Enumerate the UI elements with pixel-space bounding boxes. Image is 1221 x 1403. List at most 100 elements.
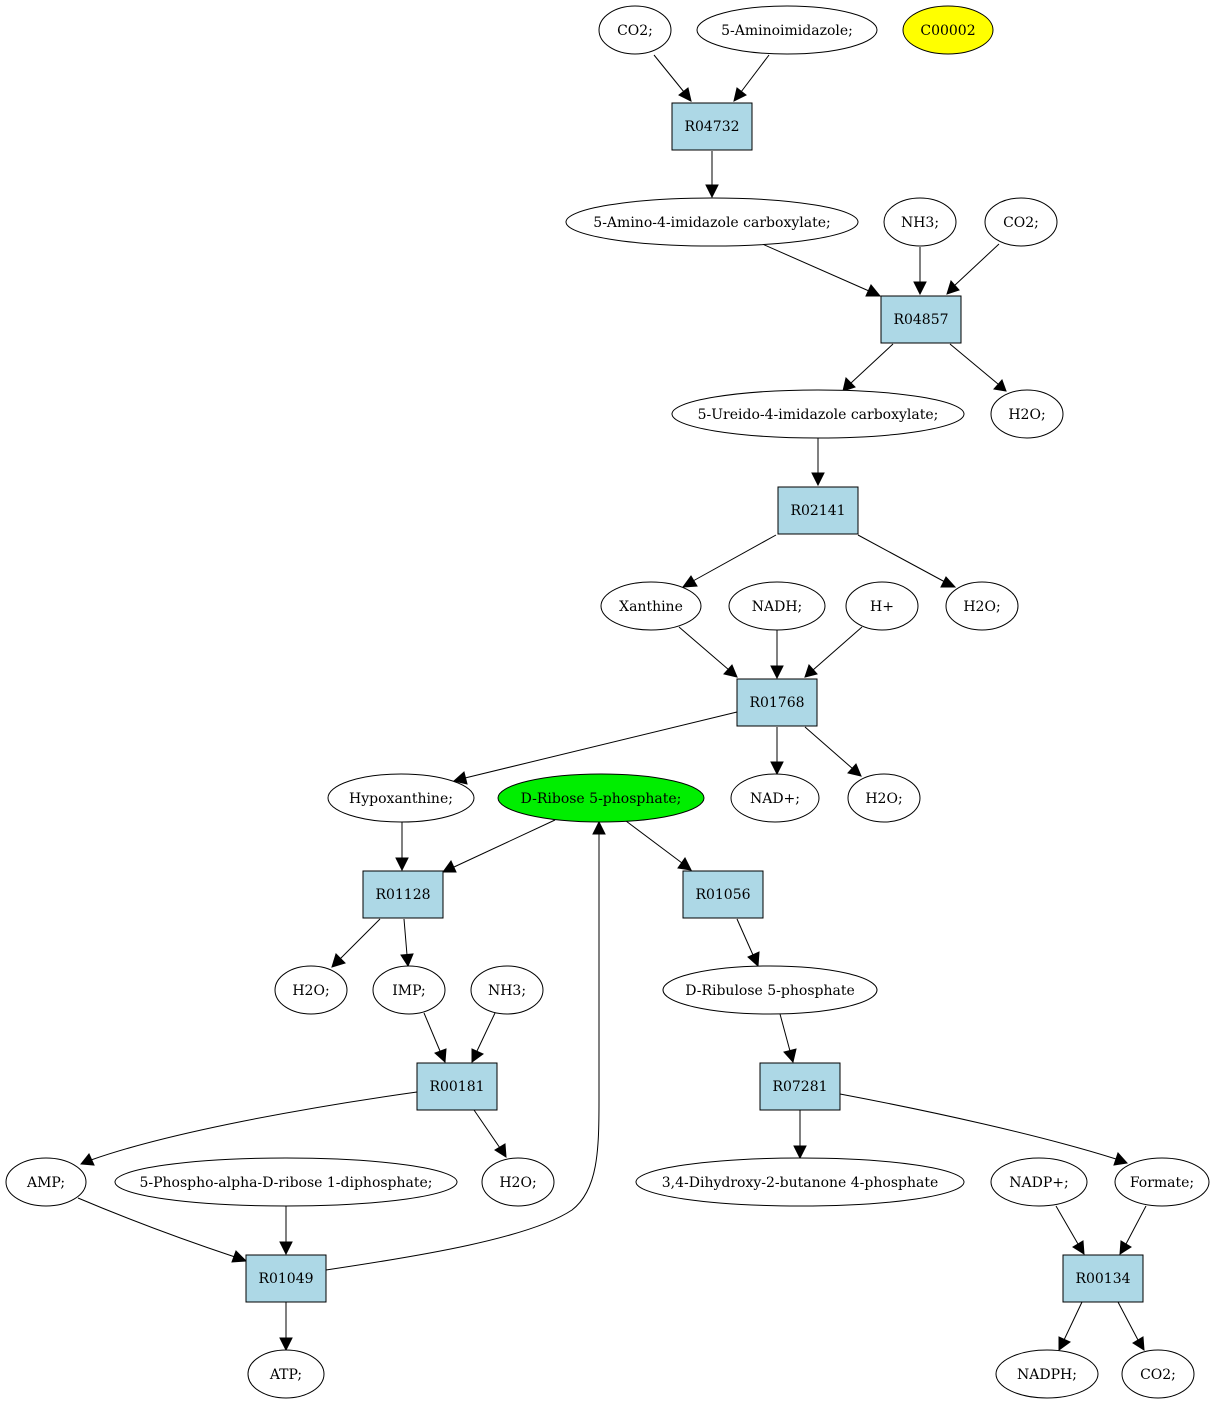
edge-nadp-to-r00134 — [1055, 1205, 1085, 1255]
reaction-r07281[interactable]: R07281 — [759, 1062, 841, 1111]
compound-atp[interactable]: ATP; — [247, 1349, 325, 1399]
edge-ureido-imidazole-carboxylate-to-r02141 — [811, 438, 825, 487]
compound-formate[interactable]: Formate; — [1114, 1157, 1210, 1207]
reaction-r04857[interactable]: R04857 — [880, 295, 962, 344]
edge-amino-imidazole-carboxylate-to-r04857 — [759, 242, 882, 297]
compound-nadp-plus-label: NADP+; — [1009, 1175, 1068, 1191]
compound-h2o-r01768-label: H2O; — [865, 791, 902, 807]
compound-h2o-r04857[interactable]: H2O; — [990, 389, 1064, 439]
edge-r01056-to-ribulose-5-phosphate — [736, 918, 760, 968]
edge-r01768-to-nad — [770, 727, 784, 776]
compound-nodes: CO2; 5-Aminoimidazole; C00002 5-Amino-4-… — [5, 5, 1210, 1399]
compound-h2o-r00181-label: H2O; — [499, 1175, 536, 1191]
compound-nad-plus[interactable]: NAD+; — [730, 773, 820, 823]
edge-r07281-to-dihydroxy-butanone-phosphate — [793, 1110, 807, 1160]
compound-aminoimidazole-label: 5-Aminoimidazole; — [721, 23, 853, 39]
compound-nadp-plus[interactable]: NADP+; — [990, 1157, 1088, 1207]
compound-h2o-r01768[interactable]: H2O; — [847, 773, 921, 823]
edge-imp-to-r00181 — [423, 1012, 447, 1064]
edge-prpp-to-r01049 — [279, 1206, 293, 1256]
edge-aminoimidazole-to-r04732 — [733, 54, 770, 102]
compound-co2-mid[interactable]: CO2; — [984, 197, 1058, 247]
compound-h2o-r01128-label: H2O; — [292, 983, 329, 999]
compound-nh3-top[interactable]: NH3; — [883, 197, 957, 247]
edge-r00134-to-nadph — [1058, 1301, 1083, 1351]
compound-nadph-label: NADPH; — [1017, 1367, 1077, 1383]
reaction-r01056-label: R01056 — [695, 887, 750, 903]
compound-dihydroxy-butanone-phosphate-label: 3,4-Dihydroxy-2-butanone 4-phosphate — [662, 1175, 939, 1191]
compound-ribulose-5-phosphate-label: D-Ribulose 5-phosphate — [685, 983, 855, 999]
edge-nh3-lower-to-r00181 — [471, 1012, 496, 1063]
compound-co2-mid-label: CO2; — [1003, 215, 1039, 231]
compound-nadph[interactable]: NADPH; — [995, 1349, 1099, 1399]
compound-h2o-r04857-label: H2O; — [1008, 407, 1045, 423]
edge-co2-mid-to-r04857 — [946, 243, 1000, 295]
compound-co2-bottom[interactable]: CO2; — [1121, 1349, 1195, 1399]
edges — [77, 54, 1147, 1352]
compound-hypoxanthine[interactable]: Hypoxanthine; — [327, 773, 475, 823]
reaction-r04857-label: R04857 — [893, 312, 948, 328]
compound-prpp[interactable]: 5-Phospho-alpha-D-ribose 1-diphosphate; — [114, 1157, 458, 1207]
reaction-r02141-label: R02141 — [790, 503, 845, 519]
edge-r01768-to-hypoxanthine — [452, 711, 738, 785]
edge-h-plus-to-r01768 — [804, 626, 863, 678]
edge-nadh-to-r01768 — [770, 630, 784, 680]
edge-r01768-to-h2o — [804, 726, 862, 777]
edge-r02141-to-h2o — [857, 534, 957, 588]
compound-nadh-label: NADH; — [752, 599, 803, 615]
compound-nh3-lower[interactable]: NH3; — [470, 965, 544, 1015]
compound-nh3-top-label: NH3; — [901, 215, 939, 231]
compound-imp-label: IMP; — [392, 983, 426, 999]
compound-h2o-r02141[interactable]: H2O; — [945, 581, 1019, 631]
compound-ureido-imidazole-carboxylate[interactable]: 5-Ureido-4-imidazole carboxylate; — [671, 389, 965, 439]
reaction-r01128[interactable]: R01128 — [362, 870, 444, 919]
reaction-r02141[interactable]: R02141 — [777, 486, 859, 535]
compound-amp[interactable]: AMP; — [5, 1157, 87, 1207]
compound-dihydroxy-butanone-phosphate[interactable]: 3,4-Dihydroxy-2-butanone 4-phosphate — [635, 1157, 965, 1207]
edge-r07281-to-formate — [839, 1093, 1128, 1166]
compound-nadh[interactable]: NADH; — [728, 581, 826, 631]
reaction-r00134-label: R00134 — [1075, 1271, 1130, 1287]
reaction-r01049-label: R01049 — [258, 1271, 313, 1287]
edge-co2-to-r04732 — [653, 54, 692, 102]
compound-hypoxanthine-label: Hypoxanthine; — [349, 791, 453, 807]
reaction-r00181[interactable]: R00181 — [416, 1062, 498, 1111]
compound-co2-top[interactable]: CO2; — [598, 5, 672, 55]
edge-r01128-to-h2o — [331, 918, 381, 968]
reaction-r00181-label: R00181 — [429, 1079, 484, 1095]
reaction-r01768[interactable]: R01768 — [736, 678, 818, 727]
compound-nad-plus-label: NAD+; — [750, 791, 800, 807]
reaction-r04732[interactable]: R04732 — [671, 102, 753, 151]
compound-h-plus-label: H+ — [870, 599, 894, 615]
edge-r00181-to-h2o — [473, 1109, 507, 1158]
reaction-r01049[interactable]: R01049 — [245, 1254, 327, 1303]
compound-ribulose-5-phosphate[interactable]: D-Ribulose 5-phosphate — [662, 965, 878, 1015]
compound-co2-top-label: CO2; — [617, 23, 653, 39]
compound-xanthine[interactable]: Xanthine — [600, 581, 702, 631]
edge-r00181-to-amp — [80, 1091, 418, 1166]
edge-r04857-to-h2o — [949, 343, 1007, 392]
edge-amp-to-r01049 — [77, 1197, 248, 1263]
compound-h2o-r01128[interactable]: H2O; — [274, 965, 348, 1015]
compound-ribose-5-phosphate[interactable]: D-Ribose 5-phosphate; — [497, 773, 705, 823]
compound-c00002[interactable]: C00002 — [902, 5, 994, 55]
compound-c00002-label: C00002 — [920, 23, 975, 39]
reaction-nodes: R04732 R04857 R02141 R01768 R01128 R0105… — [245, 102, 1144, 1303]
compound-h2o-r02141-label: H2O; — [963, 599, 1000, 615]
compound-h-plus[interactable]: H+ — [845, 581, 919, 631]
compound-ribose-5-phosphate-label: D-Ribose 5-phosphate; — [521, 791, 682, 807]
compound-imp[interactable]: IMP; — [372, 965, 446, 1015]
edge-r01128-to-imp — [400, 918, 414, 968]
edge-ribose-5-phosphate-to-r01128 — [442, 819, 556, 873]
reaction-r00134[interactable]: R00134 — [1062, 1254, 1144, 1303]
compound-h2o-r00181[interactable]: H2O; — [481, 1157, 555, 1207]
compound-amp-label: AMP; — [26, 1175, 65, 1191]
edge-r01049-to-ribose-5-phosphate — [325, 820, 606, 1271]
compound-aminoimidazole[interactable]: 5-Aminoimidazole; — [696, 5, 878, 55]
compound-amino-imidazole-carboxylate[interactable]: 5-Amino-4-imidazole carboxylate; — [565, 197, 859, 247]
reaction-r01056[interactable]: R01056 — [682, 870, 764, 919]
compound-xanthine-label: Xanthine — [619, 599, 683, 615]
compound-nh3-lower-label: NH3; — [488, 983, 526, 999]
reaction-r04732-label: R04732 — [684, 119, 739, 135]
